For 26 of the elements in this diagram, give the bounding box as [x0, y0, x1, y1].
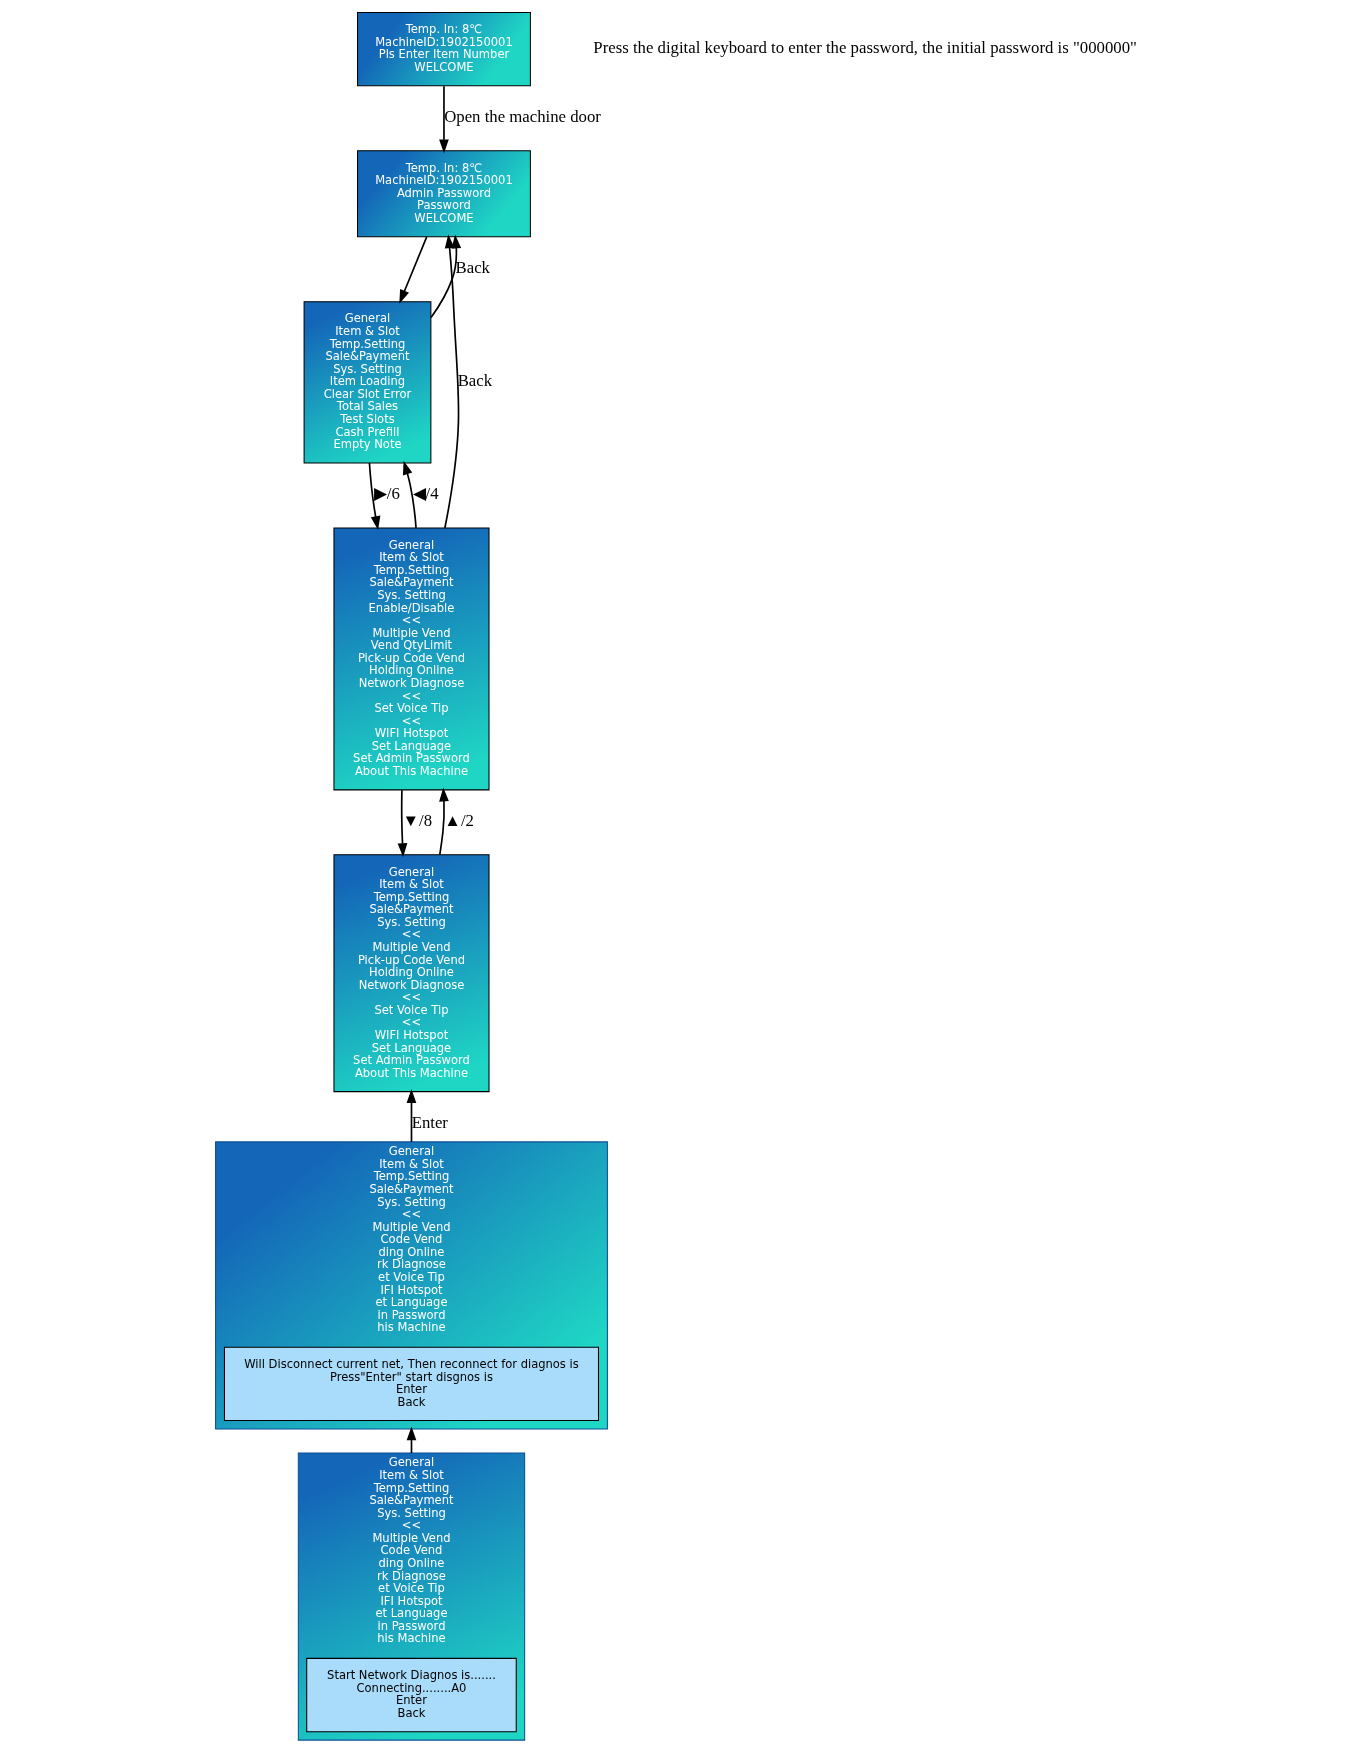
node-box: General Item & Slot Temp.Setting Sale&Payment Sys. Setting << Multiple Vend Pick-up Code Vend Holding Online Network Diagnose << Set Voice Tip << WIFI Hotspot Set Language Set Admin Password About This Machine [332, 854, 490, 1093]
label: Press the digital keyboard to enter the password, the initial password is "000000" [592, 38, 1137, 58]
edge-label: ▼/8 [401, 811, 432, 831]
edge-label: ▲/2 [443, 811, 474, 831]
node-box: Temp. In: 8℃ MachineID:1902150001 Admin Password Password WELCOME [356, 150, 531, 238]
edge-label: ▶/6 [373, 484, 400, 504]
node-box: General Item & Slot Temp.Setting Sale&Payment Sys. Setting Item Loading Clear Slot Error Total Sales Test Slots Cash Prefill Empty Note [303, 301, 431, 464]
edge-label: Back [455, 258, 490, 278]
arrow [368, 462, 380, 531]
edge-label: ◀/4 [412, 484, 439, 504]
node-box: Temp. In: 8℃ MachineID:1902150001 Pls Enter Item Number WELCOME [356, 11, 531, 87]
arrow [438, 85, 449, 154]
arrow [397, 789, 407, 858]
arrow [398, 236, 427, 304]
node-box: Will Disconnect current net, Then reconnect for diagnos is Press"Enter" start disgnos is Enter Back [223, 1346, 599, 1422]
arrow [402, 460, 417, 529]
arrow [406, 1089, 416, 1143]
edge-label: Open the machine door [443, 107, 601, 127]
arrow [443, 234, 459, 529]
node-box: Start Network Diagnos is....... Connecting........A0 Enter Back [305, 1657, 517, 1733]
edge-label: Enter [411, 1113, 448, 1133]
arrow [406, 1426, 416, 1454]
node-box: General Item & Slot Temp.Setting Sale&Payment Sys. Setting Enable/Disable << Multiple Vend Vend QtyLimit Pick-up Code Vend Holding Online Network Diagnose << Set Voice Tip << WIFI Hotspot Set Language Set Admin Password About This Machine [332, 527, 490, 791]
arrow [438, 787, 449, 856]
arrow [429, 234, 461, 319]
edge-label: Back [457, 371, 492, 391]
